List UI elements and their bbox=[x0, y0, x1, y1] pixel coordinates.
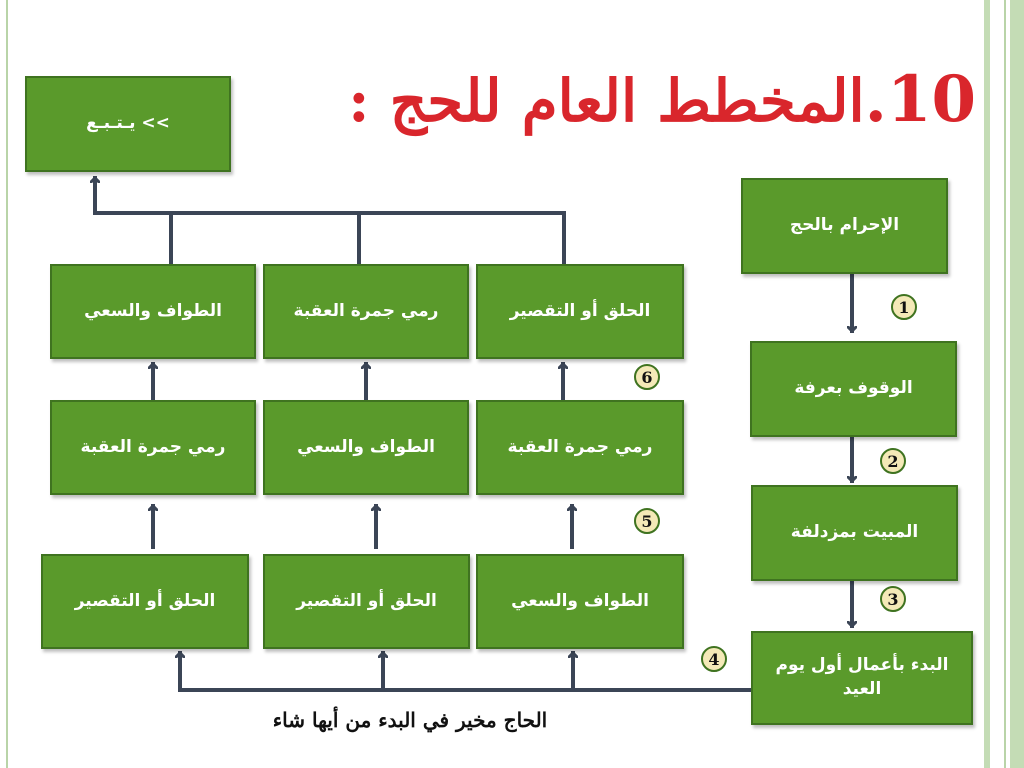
col1-row1-box: الطواف والسعي bbox=[50, 264, 256, 359]
col2-row3-box: الحلق أو التقصير bbox=[263, 554, 470, 649]
slide-frame bbox=[6, 0, 1006, 768]
order-note: الحاج مخير في البدء من أيها شاء bbox=[272, 708, 548, 732]
step-badge-2: 2 bbox=[880, 448, 906, 474]
title-number: 10. bbox=[864, 62, 976, 137]
col2-row1-box: رمي جمرة العقبة bbox=[263, 264, 469, 359]
step-badge-1: 1 bbox=[891, 294, 917, 320]
step-badge-3: 3 bbox=[880, 586, 906, 612]
next-box[interactable]: >> يـتـبـع bbox=[25, 76, 231, 172]
right-decor-stripe bbox=[984, 0, 990, 768]
arafah-box: الوقوف بعرفة bbox=[750, 341, 957, 437]
col3-row3-box: الطواف والسعي bbox=[476, 554, 684, 649]
ihram-box: الإحرام بالحج bbox=[741, 178, 948, 274]
col1-row3-box: الحلق أو التقصير bbox=[41, 554, 249, 649]
col2-row2-box: الطواف والسعي bbox=[263, 400, 469, 495]
col3-row2-box: رمي جمرة العقبة bbox=[476, 400, 684, 495]
eid-day-box: البدء بأعمال أول يوم العيد bbox=[751, 631, 973, 725]
muzdalifah-box: المبيت بمزدلفة bbox=[751, 485, 958, 581]
right-decor-stripe-outer bbox=[1010, 0, 1024, 768]
col1-row2-box: رمي جمرة العقبة bbox=[50, 400, 256, 495]
step-badge-4: 4 bbox=[701, 646, 727, 672]
step-badge-6: 6 bbox=[634, 364, 660, 390]
title-text: المخطط العام للحج : bbox=[348, 67, 865, 135]
col3-row1-box: الحلق أو التقصير bbox=[476, 264, 684, 359]
slide-title: 10.المخطط العام للحج : bbox=[348, 62, 976, 137]
step-badge-5: 5 bbox=[634, 508, 660, 534]
